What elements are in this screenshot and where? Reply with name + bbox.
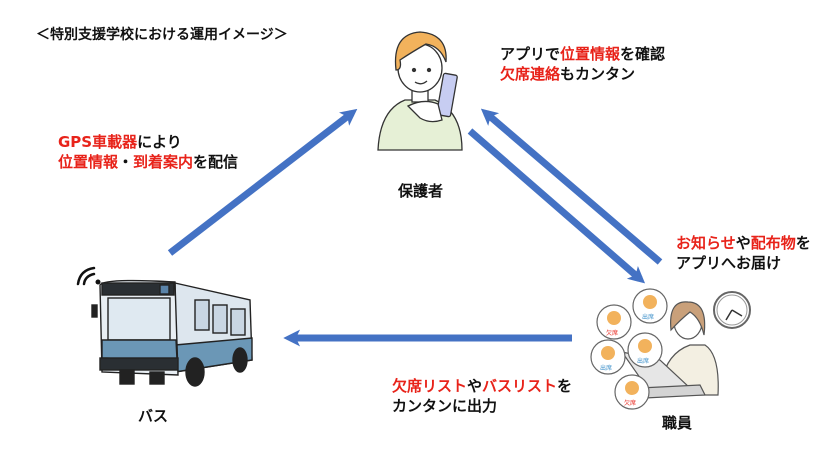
bubble-label: 欠席 [624, 400, 637, 407]
message-highlight: GPS車載器 [58, 133, 138, 151]
message-staff-to-bus-line2: カンタンに出力 [392, 396, 572, 416]
message-highlight: バスリスト [482, 377, 558, 395]
message-text: ・ [118, 153, 134, 171]
staff-label: 職員 [662, 414, 693, 432]
message-staff-to-guardian-line1: お知らせや配布物を [676, 233, 811, 253]
message-text: アプリへお届け [676, 254, 782, 272]
message-bus-to-guardian-line1: GPS車載器により [58, 132, 238, 152]
bubble-label: 出席 [637, 358, 650, 365]
message-highlight: 欠席リスト [392, 377, 468, 395]
arrow-guardian-to-staff [467, 128, 646, 284]
message-text: により [137, 133, 182, 151]
arrow-bus-to-guardian [167, 108, 358, 256]
message-highlight: 配布物 [750, 234, 796, 252]
message-text: や [467, 377, 483, 395]
message-highlight: 位置情報 [560, 45, 621, 63]
bus-label: バス [138, 407, 169, 425]
message-bus-to-guardian-line2: 位置情報・到着案内を配信 [58, 152, 238, 172]
message-guardian-app-line1: アプリで位置情報を確認 [500, 44, 665, 64]
message-highlight: 到着案内 [133, 153, 194, 171]
message-text: アプリで [500, 45, 561, 63]
bubble-label: 出席 [600, 365, 613, 372]
message-staff-to-guardian: お知らせや配布物を アプリへお届け [676, 233, 811, 273]
message-text: カンタンに出力 [392, 397, 498, 415]
message-text: を配信 [193, 153, 239, 171]
arrow-staff-to-guardian [480, 108, 663, 265]
clock-icon [713, 291, 751, 329]
bubble-label: 欠席 [606, 330, 619, 337]
message-text: もカンタン [560, 65, 636, 83]
bubble-label: 出席 [642, 314, 655, 321]
message-staff-to-bus: 欠席リストやバスリストを カンタンに出力 [392, 376, 572, 416]
message-staff-to-bus-line1: 欠席リストやバスリストを [392, 376, 572, 396]
message-text: を確認 [620, 45, 666, 63]
message-highlight: 欠席連絡 [500, 65, 561, 83]
message-text: を [795, 234, 811, 252]
wifi-icon [76, 266, 101, 286]
message-highlight: お知らせ [676, 234, 736, 252]
message-guardian-app-line2: 欠席連絡もカンタン [500, 64, 665, 84]
message-highlight: 位置情報 [58, 153, 119, 171]
guardian-label: 保護者 [398, 182, 444, 200]
message-text: や [735, 234, 751, 252]
diagram-title: ＜特別支援学校における運用イメージ＞ [36, 27, 288, 43]
message-text: を [557, 377, 573, 395]
message-guardian-app: アプリで位置情報を確認 欠席連絡もカンタン [500, 44, 665, 84]
message-bus-to-guardian: GPS車載器により 位置情報・到着案内を配信 [58, 132, 238, 172]
message-staff-to-guardian-line2: アプリへお届け [676, 253, 811, 273]
